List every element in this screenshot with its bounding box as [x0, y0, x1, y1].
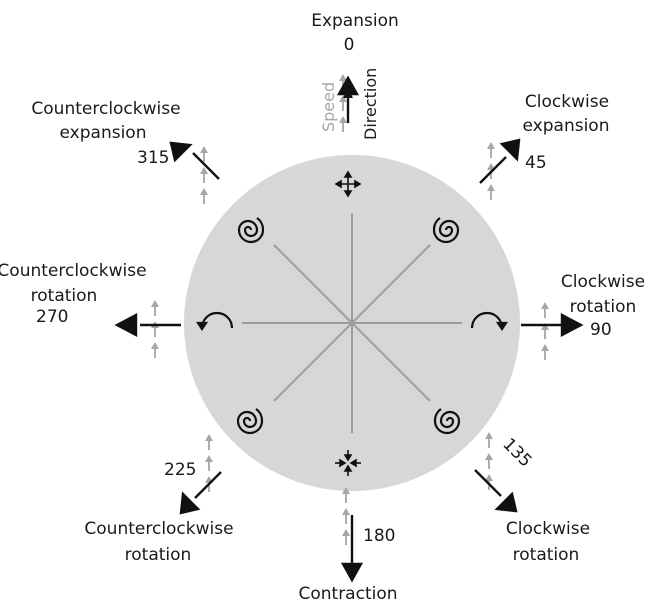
direction-name-line: Contraction [298, 584, 397, 604]
speed-arrowhead [485, 453, 493, 460]
label-expansion: Expansion 0 [311, 11, 399, 55]
direction-arrowhead-0 [336, 75, 360, 96]
speed-arrowhead [342, 487, 350, 494]
expansion-cross-icon [334, 170, 362, 198]
speed-arrowhead [200, 146, 208, 153]
direction-angle: 90 [590, 320, 612, 340]
speed-arrowhead [541, 302, 549, 309]
speed-arrowhead [485, 474, 493, 481]
speed-arrowhead [339, 74, 347, 81]
direction-name-line: Clockwise [506, 519, 590, 539]
direction-arrowhead-135 [494, 491, 518, 513]
speed-arrowhead [485, 432, 493, 439]
direction-arrowhead-90 [560, 313, 584, 337]
label-clockwise-rotation-135: 135 Clockwise rotation [498, 434, 590, 565]
speed-arrowhead [339, 116, 347, 123]
speed-arrowhead [342, 508, 350, 515]
direction-angle: 225 [164, 460, 196, 480]
direction-name-line: expansion [523, 116, 610, 136]
direction-arrowhead-45 [499, 138, 521, 162]
direction-name-line: rotation [513, 545, 580, 565]
clockwise-spiral-icon [433, 408, 461, 435]
direction-angle: 270 [36, 307, 68, 327]
direction-axis-label: Direction [361, 68, 380, 140]
speed-arrowhead [339, 95, 347, 102]
direction-angle: 45 [525, 153, 547, 173]
label-counterclockwise-expansion: Counterclockwise expansion 315 [31, 99, 180, 168]
direction-arrowhead-180 [340, 562, 364, 583]
direction-name-line: rotation [570, 297, 637, 317]
label-contraction: 180 Contraction [298, 526, 397, 604]
direction-arrows [114, 75, 584, 583]
direction-name-line: rotation [125, 545, 192, 565]
direction-angle: 180 [363, 526, 395, 546]
label-clockwise-rotation-90: Clockwise rotation 90 [561, 272, 645, 340]
clockwise-arc-icon [470, 311, 509, 331]
direction-name-line: rotation [31, 286, 98, 306]
direction-arrowhead-315 [169, 141, 193, 163]
direction-angle: 135 [498, 434, 535, 471]
speed-axis-label: Speed [319, 82, 338, 132]
direction-name-line: Counterclockwise [0, 261, 147, 281]
speed-arrowhead [487, 163, 495, 170]
disc-spokes [242, 213, 462, 433]
direction-angle: 315 [137, 148, 169, 168]
label-counterclockwise-rotation-270: Counterclockwise rotation 270 [0, 261, 147, 327]
speed-arrowhead [200, 167, 208, 174]
direction-arrow-225 [194, 471, 222, 499]
speed-arrowhead [342, 529, 350, 536]
clockwise-spiral-icon [432, 217, 460, 244]
direction-arrowhead-225 [179, 491, 201, 515]
label-counterclockwise-rotation-225: 225 Counterclockwise rotation [84, 460, 233, 565]
direction-name-line: Expansion [311, 11, 399, 31]
speed-arrowhead [487, 184, 495, 191]
contraction-cross-icon [335, 450, 361, 476]
direction-arrow-315 [192, 152, 220, 180]
direction-name-line: Counterclockwise [31, 99, 180, 119]
speed-arrowhead [200, 188, 208, 195]
speed-arrowhead [541, 323, 549, 330]
direction-arrowhead-270 [114, 313, 138, 337]
speed-arrowhead [487, 142, 495, 149]
speed-arrowhead [205, 455, 213, 462]
direction-arrow-135 [474, 469, 502, 497]
direction-name-line: Clockwise [525, 92, 609, 112]
counterclockwise-arc-icon [195, 311, 234, 331]
speed-arrowhead [151, 342, 159, 349]
speed-arrowhead [205, 434, 213, 441]
counterclockwise-spiral-icon [237, 217, 265, 244]
direction-angle: 0 [344, 35, 355, 55]
direction-name-line: expansion [60, 123, 147, 143]
speed-arrowhead [151, 300, 159, 307]
label-clockwise-expansion: Clockwise expansion 45 [523, 92, 610, 173]
direction-name-line: Clockwise [561, 272, 645, 292]
speed-arrowhead [541, 344, 549, 351]
counterclockwise-spiral-icon [236, 408, 264, 435]
direction-arrow-45 [479, 156, 507, 184]
direction-name-line: Counterclockwise [84, 519, 233, 539]
